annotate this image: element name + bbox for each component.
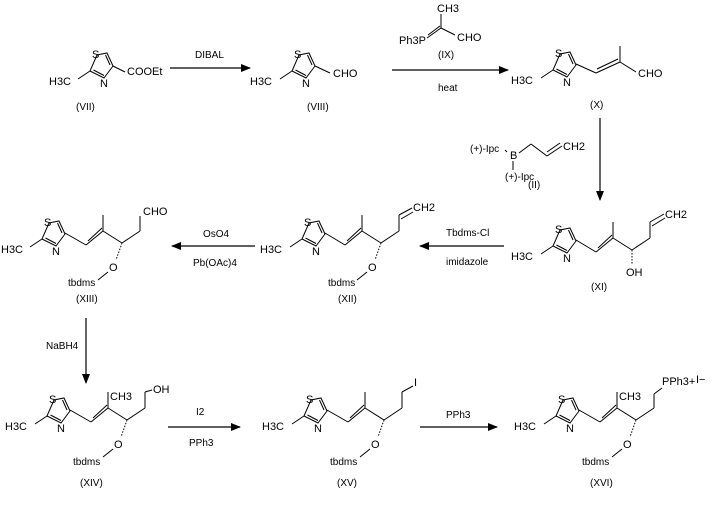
compound-label-xi: (XI) bbox=[591, 282, 607, 293]
compound-label-vii: (VII) bbox=[76, 102, 95, 113]
sulfur-atom: S bbox=[92, 49, 99, 61]
reagent-step5-bottom: Pb(OAc)4 bbox=[193, 258, 237, 269]
hydroxyl-group: OH bbox=[153, 384, 170, 396]
nitrogen-atom: N bbox=[302, 78, 310, 90]
compound-xii: S N H3C O tbdms CH2 (XII) bbox=[260, 202, 435, 305]
ring-methyl-label: CH3 bbox=[110, 391, 132, 403]
sulfur-atom: S bbox=[555, 224, 562, 236]
nitrogen-atom: N bbox=[312, 246, 320, 258]
vinyl-label: CH2 bbox=[413, 202, 435, 214]
methyl-label: H3C bbox=[262, 421, 284, 433]
sulfur-atom: S bbox=[306, 394, 313, 406]
vinyl-label: CH2 bbox=[563, 141, 585, 153]
reagent-ii: (+)-Ipc B CH2 (+)-Ipc (II) bbox=[470, 141, 585, 191]
nitrogen-atom: N bbox=[100, 78, 108, 90]
compound-xi: S N H3C OH CH2 (XI) bbox=[511, 209, 687, 293]
methyl-label: H3C bbox=[260, 244, 282, 256]
reagent-step4-bottom: imidazole bbox=[446, 257, 489, 268]
sulfur-atom: S bbox=[304, 217, 311, 229]
iodide-counterion: I− bbox=[696, 374, 705, 386]
ipc-bottom-label: (+)-Ipc bbox=[505, 172, 534, 183]
reagent-step6: NaBH4 bbox=[46, 341, 79, 352]
compound-label-xiii: (XIII) bbox=[76, 294, 98, 305]
protecting-group: tbdms bbox=[68, 278, 95, 289]
methyl-label: H3C bbox=[511, 75, 533, 87]
compound-label-ii: (II) bbox=[528, 180, 540, 191]
aldehyde-group: CHO bbox=[143, 206, 168, 218]
reagent-ix: Ph3P CH3 CHO (IX) bbox=[399, 3, 482, 61]
aldehyde-group: CHO bbox=[457, 32, 482, 44]
compound-label-xiv: (XIV) bbox=[80, 478, 103, 489]
reagent-step7-top: I2 bbox=[196, 407, 205, 418]
protecting-group: tbdms bbox=[582, 457, 609, 468]
compound-xiv: S N H3C CH3 O tbdms OH (XIV) bbox=[5, 384, 170, 489]
ring-methyl-label: CH3 bbox=[619, 391, 641, 403]
hydroxyl-group: OH bbox=[626, 267, 643, 279]
nitrogen-atom: N bbox=[314, 423, 322, 435]
nitrogen-atom: N bbox=[57, 423, 65, 435]
oxygen-atom: O bbox=[368, 262, 377, 274]
compound-vii: S N H3C COOEt (VII) bbox=[49, 49, 162, 113]
methyl-label: H3C bbox=[514, 421, 536, 433]
compound-label-xv: (XV) bbox=[337, 478, 357, 489]
sulfur-atom: S bbox=[555, 48, 562, 60]
compound-x: S N H3C CHO (X) bbox=[511, 46, 663, 111]
reagent-step7-bottom: PPh3 bbox=[189, 438, 214, 449]
reagent-step1: DIBAL bbox=[195, 50, 224, 61]
aldehyde-group: CHO bbox=[333, 68, 358, 80]
oxygen-atom: O bbox=[623, 439, 632, 451]
sulfur-atom: S bbox=[558, 394, 565, 406]
boron-atom: B bbox=[510, 150, 517, 162]
reagent-step4-top: Tbdms-Cl bbox=[446, 228, 489, 239]
compound-xiii: S N H3C O tbdms CHO (XIII) bbox=[1, 206, 168, 305]
methyl-label: H3C bbox=[511, 251, 533, 263]
oxygen-atom: O bbox=[114, 439, 123, 451]
protecting-group: tbdms bbox=[328, 278, 355, 289]
methyl-label: H3C bbox=[1, 244, 23, 256]
phosphonium-group: PPh3+ bbox=[662, 376, 695, 388]
ph3p-label: Ph3P bbox=[399, 35, 426, 47]
iodide-atom: I bbox=[414, 377, 417, 389]
compound-xvi: S N H3C CH3 O tbdms PPh3+ I− (XVI) bbox=[514, 374, 705, 489]
compound-label-xii: (XII) bbox=[338, 294, 357, 305]
compound-viii: S N H3C CHO (VIII) bbox=[250, 49, 358, 113]
reagent-step2: heat bbox=[438, 83, 458, 94]
protecting-group: tbdms bbox=[73, 457, 100, 468]
methyl-label: H3C bbox=[49, 76, 71, 88]
nitrogen-atom: N bbox=[563, 77, 571, 89]
sulfur-atom: S bbox=[49, 394, 56, 406]
oxygen-atom: O bbox=[371, 439, 380, 451]
compound-label-xvi: (XVI) bbox=[590, 478, 613, 489]
ipc-top-label: (+)-Ipc bbox=[470, 144, 499, 155]
reagent-step8: PPh3 bbox=[446, 410, 471, 421]
methyl-label: H3C bbox=[5, 421, 27, 433]
compound-xv: S N H3C O tbdms I (XV) bbox=[262, 377, 417, 489]
nitrogen-atom: N bbox=[566, 423, 574, 435]
methyl-label: H3C bbox=[250, 76, 272, 88]
compound-label-viii: (VIII) bbox=[307, 102, 329, 113]
sulfur-atom: S bbox=[44, 217, 51, 229]
oxygen-atom: O bbox=[109, 262, 118, 274]
reagent-step5-top: OsO4 bbox=[203, 229, 230, 240]
methyl-label: CH3 bbox=[437, 3, 459, 15]
ester-group: COOEt bbox=[127, 66, 162, 78]
sulfur-atom: S bbox=[294, 49, 301, 61]
nitrogen-atom: N bbox=[52, 246, 60, 258]
compound-label-ix: (IX) bbox=[438, 50, 454, 61]
nitrogen-atom: N bbox=[563, 253, 571, 265]
vinyl-label: CH2 bbox=[665, 209, 687, 221]
compound-label-x: (X) bbox=[590, 100, 603, 111]
protecting-group: tbdms bbox=[330, 457, 357, 468]
aldehyde-group: CHO bbox=[638, 68, 663, 80]
